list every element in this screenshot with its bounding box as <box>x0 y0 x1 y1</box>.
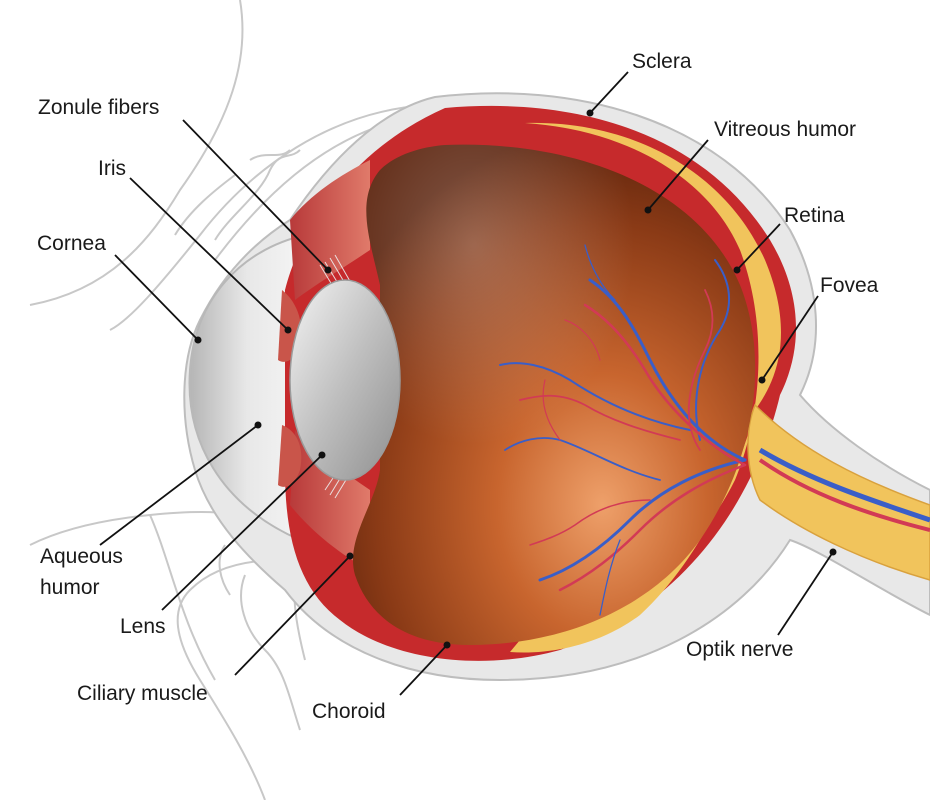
label-choroid: Choroid <box>312 700 386 723</box>
label-fovea: Fovea <box>820 274 879 297</box>
leader-lines <box>99 71 834 696</box>
label-retina: Retina <box>784 204 845 227</box>
label-optik-nerve: Optik nerve <box>686 638 794 661</box>
optic-nerve-shape <box>747 403 930 581</box>
label-cornea: Cornea <box>37 232 106 255</box>
label-ciliary-muscle: Ciliary muscle <box>77 682 208 705</box>
label-vitreous-humor: Vitreous humor <box>714 118 857 141</box>
lens-shape <box>289 279 401 481</box>
iris-shape-bottom <box>278 425 302 487</box>
ciliary-body-bottom <box>290 430 370 570</box>
retinal-vessels <box>499 244 747 616</box>
cornea-shape <box>188 234 306 542</box>
ciliary-body-top <box>290 160 370 300</box>
label-lens: Lens <box>120 615 166 638</box>
leader-dots <box>194 109 837 649</box>
label-sclera: Sclera <box>632 50 692 73</box>
label-iris: Iris <box>98 157 126 180</box>
label-aqueous-humor: Aqueous humor <box>40 545 123 599</box>
label-zonule-fibers: Zonule fibers <box>38 96 160 119</box>
